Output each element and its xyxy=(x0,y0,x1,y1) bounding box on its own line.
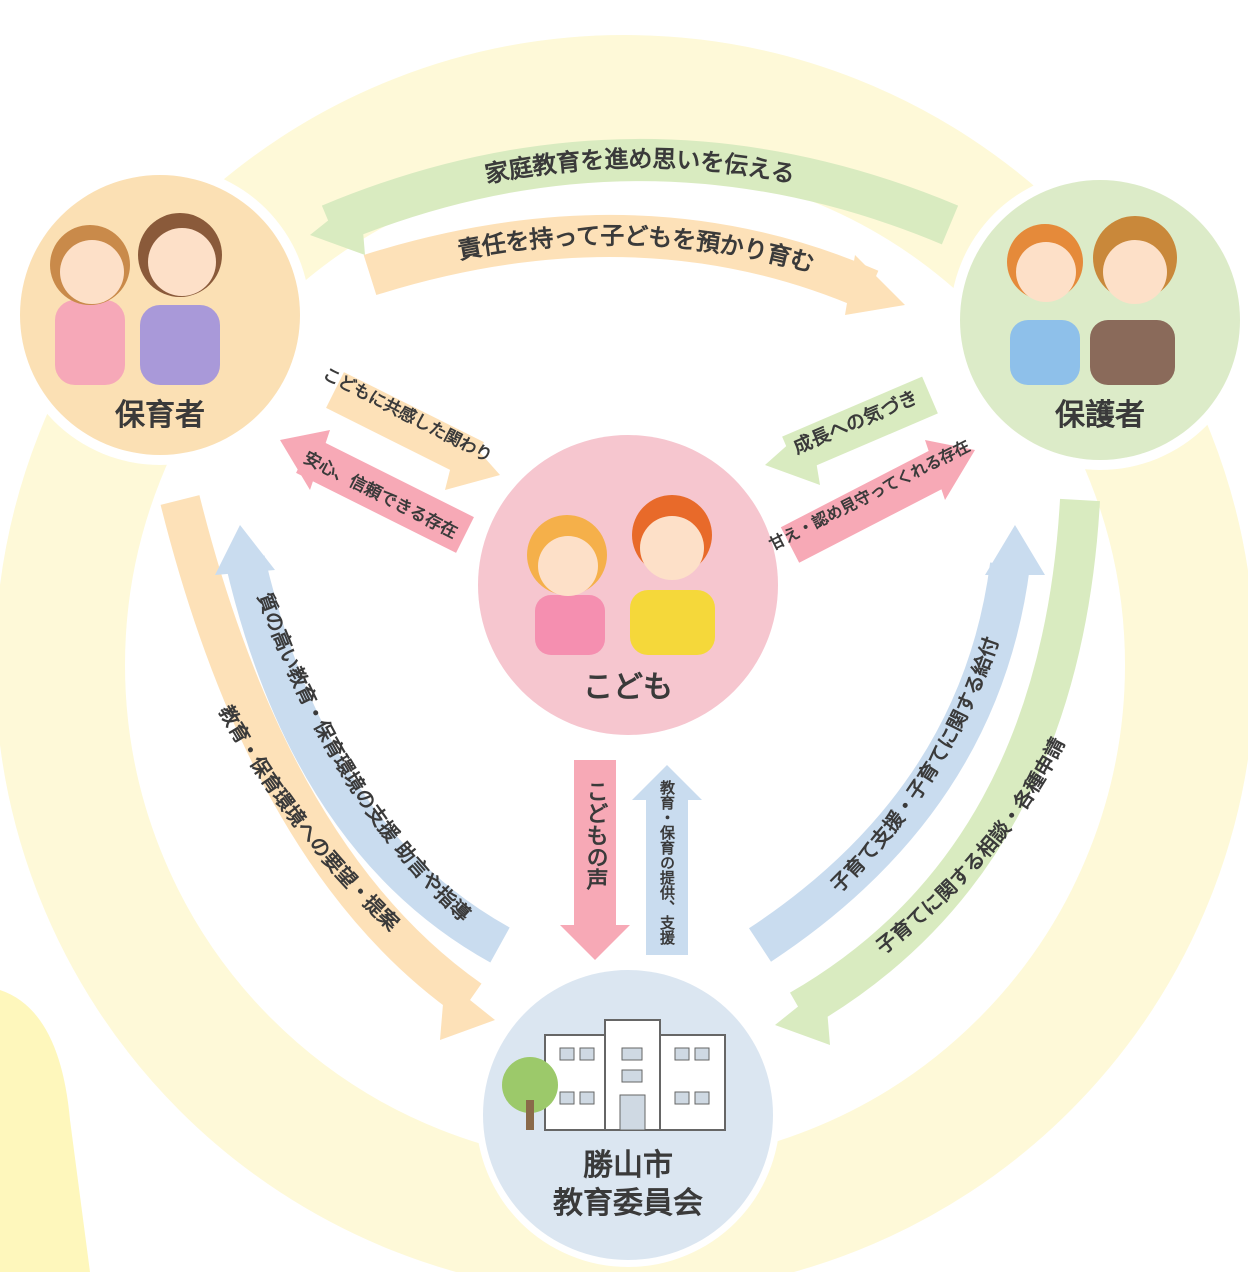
arrow-top-inner-head xyxy=(845,255,905,315)
arrow-left-upper xyxy=(326,372,484,478)
label-hogosha: 保護者 xyxy=(1055,398,1145,433)
arrow-right-upper-head xyxy=(765,425,820,485)
label-board-line1: 勝山市 xyxy=(583,1148,673,1183)
label-center-up: 教育・保育の提供、支援 xyxy=(658,779,676,946)
arrow-top-outer-head xyxy=(310,195,365,255)
school-building-illustration xyxy=(502,1019,726,1131)
arrow-right-lower xyxy=(780,447,955,563)
arrow-left-lower xyxy=(296,437,474,553)
arrow-left-outer xyxy=(160,495,482,1017)
arrow-left-lower-head xyxy=(280,430,330,490)
arrow-left-inner-head xyxy=(215,525,275,575)
arrow-top-inner xyxy=(363,215,879,310)
arrow-right-outer xyxy=(789,498,1100,1028)
arrow-top-outer xyxy=(321,139,959,245)
label-center-down: こどもの声 xyxy=(583,780,610,891)
arrow-center-down xyxy=(574,760,616,930)
caregivers-illustration xyxy=(50,213,222,385)
arrow-center-up-head xyxy=(632,765,702,800)
parents-illustration xyxy=(1007,216,1177,385)
arrow-left-upper-head xyxy=(445,430,500,490)
label-kodomo: こども xyxy=(583,670,673,705)
arrow-right-lower-head xyxy=(925,440,975,500)
arrow-right-inner-head xyxy=(985,525,1045,575)
label-hoikusha: 保育者 xyxy=(115,398,205,433)
arrow-right-inner xyxy=(748,562,1030,962)
arrow-left-inner xyxy=(225,555,510,963)
arrow-left-outer-head xyxy=(440,980,495,1040)
corner-blob xyxy=(0,990,90,1272)
label-board-line2: 教育委員会 xyxy=(553,1186,703,1221)
arrow-center-down-head xyxy=(560,925,630,960)
arrow-center-up xyxy=(646,795,688,955)
arrow-right-outer-head xyxy=(775,985,830,1045)
children-illustration xyxy=(527,495,715,655)
